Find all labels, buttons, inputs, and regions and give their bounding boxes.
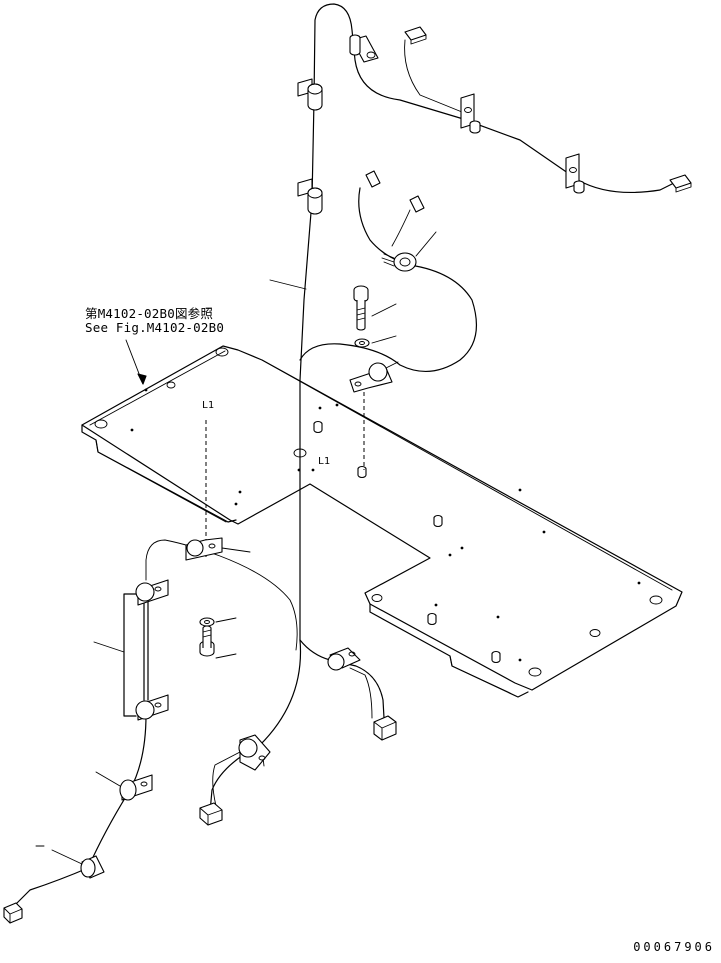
clamp-lower-1 — [185, 537, 251, 561]
reference-note-japanese: 第M4102-02B0図参照 — [85, 306, 214, 321]
clip-mid-2 — [565, 153, 585, 194]
bolt-lower — [199, 625, 237, 659]
connector-mid-1 — [365, 170, 381, 188]
washer-upper — [354, 335, 397, 348]
reference-arrow — [125, 339, 147, 385]
clip-upper-1 — [297, 78, 323, 111]
washer-lower — [199, 617, 237, 627]
label-l1-lower: L1 — [318, 456, 331, 467]
drawing-number: 00067906 — [633, 940, 715, 954]
floor-plate — [81, 345, 683, 698]
clip-mid-1 — [460, 93, 481, 134]
clip-top-right — [349, 34, 379, 63]
clamp-lower-2 — [135, 579, 169, 606]
connector-lower-left — [199, 802, 223, 826]
connector-lower-right — [373, 715, 397, 741]
clamp-lower-7 — [327, 647, 361, 671]
clamp-lower-5 — [35, 845, 105, 879]
clip-upper-2 — [297, 178, 323, 215]
connector-right — [669, 174, 692, 193]
upper-harness — [269, 3, 673, 641]
lower-harness — [13, 539, 385, 907]
clamp-lower-6 — [238, 734, 271, 771]
clamp-upper — [349, 361, 399, 393]
connector-bottom — [3, 902, 23, 924]
clamp-lower-3 — [135, 694, 169, 721]
reference-note-english: See Fig.M4102-02B0 — [85, 320, 225, 335]
clamp-lower-4 — [95, 771, 153, 801]
connector-top — [404, 26, 427, 45]
label-l1-upper: L1 — [202, 400, 215, 411]
bolt-upper — [353, 285, 397, 331]
grommet — [381, 231, 437, 272]
connector-mid-2 — [409, 195, 425, 213]
